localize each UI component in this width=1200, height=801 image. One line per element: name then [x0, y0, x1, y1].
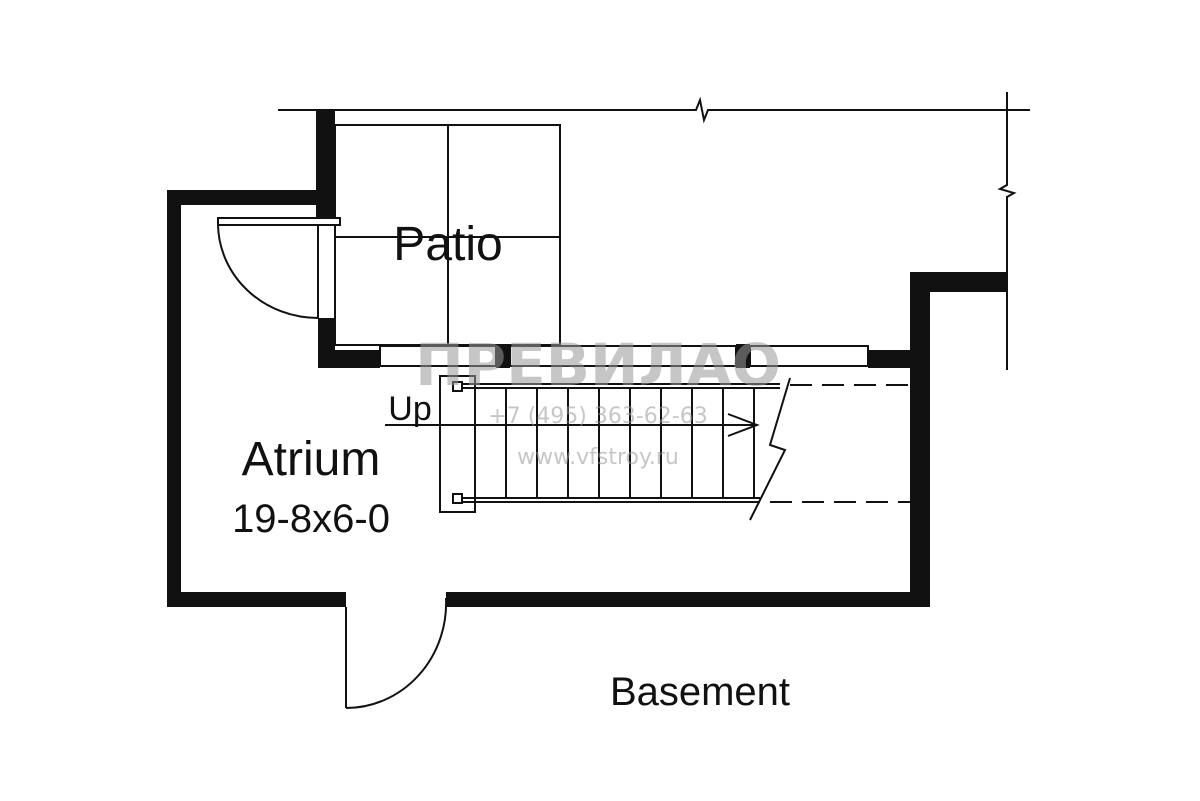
patio-grid — [334, 124, 561, 346]
staircase — [385, 375, 918, 521]
room-label-patio: Patio — [393, 218, 502, 271]
dimension-lines — [278, 92, 1030, 370]
room-size-atrium: 19-8x6-0 — [232, 497, 390, 541]
watermark-phone: +7 (495) 363-62-63 — [488, 404, 707, 429]
door-patio — [217, 217, 341, 319]
watermark: ПРЕВИЛАО +7 (495) 363-62-63 www.vfstroy.… — [415, 331, 781, 470]
walls — [167, 110, 1007, 607]
room-label-atrium: Atrium — [242, 433, 381, 486]
watermark-website: www.vfstroy.ru — [517, 445, 679, 470]
watermark-logo: ПРЕВИЛАО — [415, 331, 781, 399]
room-label-basement: Basement — [610, 670, 790, 714]
door-basement — [345, 597, 448, 710]
stairs-up-label: Up — [388, 390, 431, 428]
